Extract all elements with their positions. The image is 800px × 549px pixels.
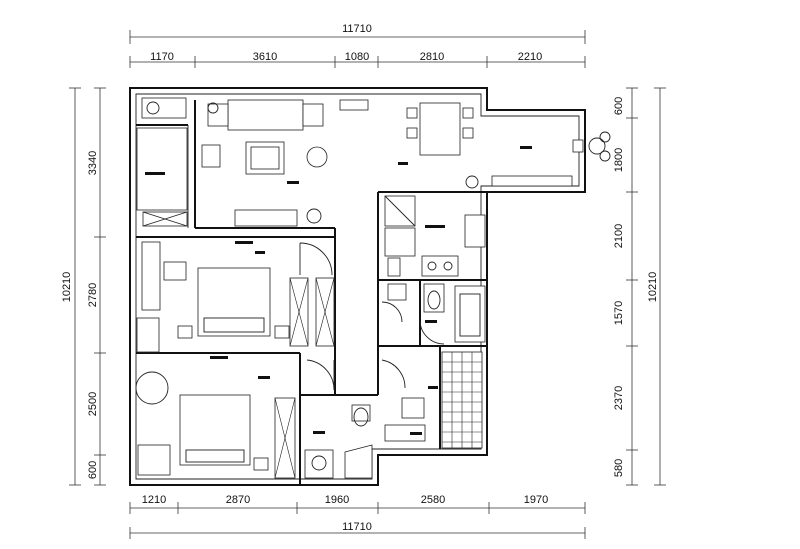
- top-segment-4: 2810: [420, 51, 444, 63]
- bottom-segment-1: 1210: [142, 494, 166, 506]
- left-segment-4: 600: [87, 461, 99, 479]
- top-segment-5: 2210: [518, 51, 542, 63]
- left-segment-1: 3340: [87, 151, 99, 175]
- bottom-segment-2: 2870: [226, 494, 250, 506]
- left-segment-2: 2780: [87, 283, 99, 307]
- interior-walls: [136, 100, 487, 485]
- room-label-bars: [145, 146, 532, 435]
- right-segment-2: 1800: [613, 148, 625, 172]
- bottom-segment-5: 1970: [524, 494, 548, 506]
- left-total-label: 10210: [61, 272, 73, 303]
- kitchen-furniture: [384, 195, 486, 277]
- bottom-segment-3: 1960: [325, 494, 349, 506]
- utility-area: [136, 97, 188, 227]
- top-total-label: 11710: [342, 23, 372, 35]
- right-total-label: 10210: [647, 272, 659, 303]
- bedroom-2-furniture: [135, 371, 296, 479]
- right-segment-1: 600: [613, 97, 625, 115]
- door-swings: [299, 242, 445, 391]
- bottom-dimensions: 1210 2870 1960 2580 1970 11710: [129, 494, 586, 539]
- right-segment-3: 2100: [613, 224, 625, 248]
- top-dimensions: 11710 1170 3610 1080 2810 2210: [129, 23, 586, 68]
- right-segment-4: 1570: [613, 301, 625, 325]
- top-segment-1: 1170: [150, 51, 174, 63]
- bottom-segment-4: 2580: [421, 494, 445, 506]
- top-segment-2: 3610: [253, 51, 277, 63]
- top-segment-3: 1080: [345, 51, 369, 63]
- bathroom-2-fixtures: [304, 404, 373, 479]
- bottom-total-label: 11710: [342, 521, 372, 533]
- right-dimensions: 600 1800 2100 1570 2370 580 10210: [613, 87, 666, 486]
- left-segment-3: 2500: [87, 392, 99, 416]
- bathroom-1-fixtures: [387, 283, 486, 343]
- study-balcony-furniture: [384, 351, 483, 449]
- bedroom-1-furniture: [136, 241, 335, 353]
- right-segment-6: 580: [613, 459, 625, 477]
- dining-area-furniture: [406, 102, 611, 189]
- right-segment-5: 2370: [613, 386, 625, 410]
- left-dimensions: 10210 3340 2780 2500 600: [61, 87, 106, 486]
- living-room-furniture: [201, 99, 369, 227]
